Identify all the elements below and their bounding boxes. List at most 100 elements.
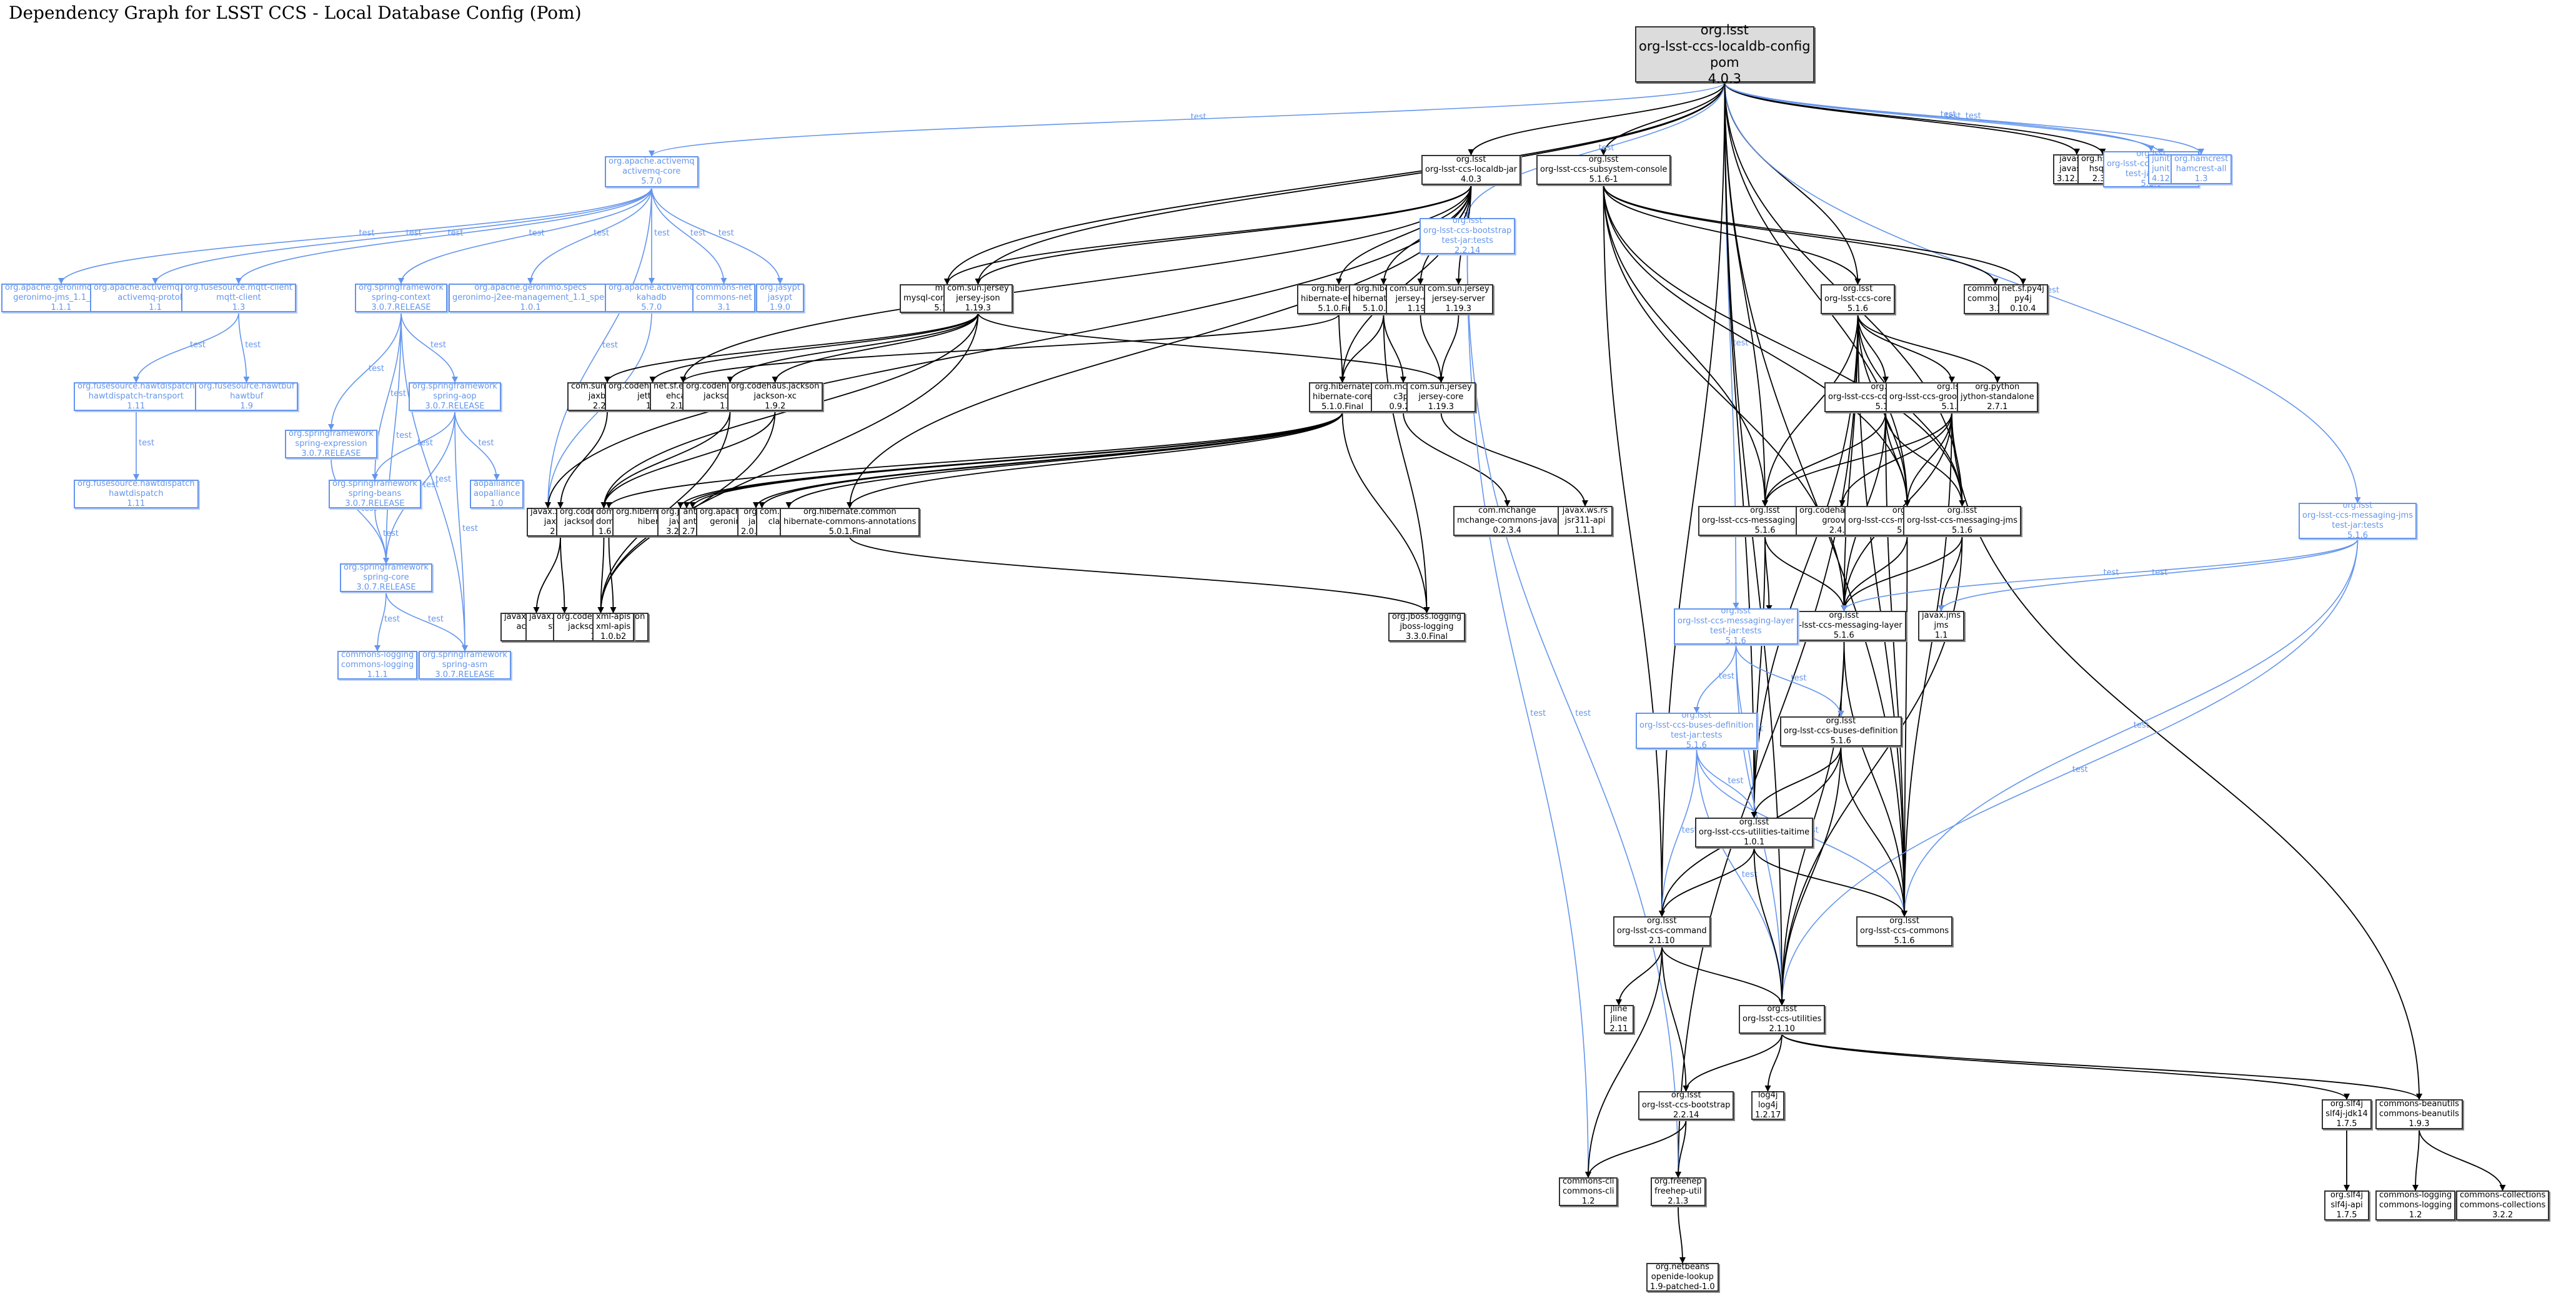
artifact-id: jersey-core: [1418, 392, 1464, 402]
artifact-version: 5.0.1.Final: [828, 527, 871, 537]
compile-dependency-edge: [1678, 1205, 1686, 1264]
compile-dependency-edge: [1841, 535, 1908, 611]
compile-dependency-edge: [680, 314, 1340, 383]
artifact-group: commons-cli: [1563, 1177, 1614, 1186]
artifact-group: org.lsst: [1829, 611, 1859, 620]
artifact-group: org.lsst: [1646, 916, 1677, 926]
compile-dependency-edge: [1603, 184, 1847, 611]
artifact-id: org-lsst-ccs-messaging-layer: [1786, 621, 1902, 630]
compile-dependency-edge: [1659, 847, 1755, 917]
artifact-version: 3.0.7.RELEASE: [301, 449, 361, 458]
edge-scope-label: test: [1682, 826, 1698, 835]
artifact-version: 1.2: [2409, 1210, 2422, 1220]
compile-dependency-edge: [1779, 746, 1842, 1006]
edge-scope-label: test: [1599, 144, 1614, 153]
artifact-id: mchange-commons-java: [1457, 516, 1558, 525]
compile-dependency-edge: [1661, 946, 1689, 1092]
artifact-group: org.lsst: [1739, 818, 1769, 827]
compile-dependency-edge: [944, 82, 1726, 285]
artifact-version: 1.1.1: [1574, 526, 1596, 535]
artifact-id: hamcrest-all: [2176, 164, 2227, 174]
edge-scope-label: test: [2134, 721, 2149, 730]
compile-dependency-edge: [1339, 314, 1385, 383]
artifact-id: org-lsst-ccs-messaging-jms: [2302, 511, 2413, 520]
artifact-version: 5.1.6: [1833, 631, 1854, 640]
test-dependency-edge: [385, 591, 468, 651]
artifact-version: 3.2.2: [2492, 1210, 2514, 1220]
artifact-group: org.lsst: [1889, 916, 1919, 926]
artifact-group: org.fusesource.hawtdispatch: [77, 479, 195, 488]
artifact-version: 1.2: [1581, 1197, 1595, 1206]
artifact-id: commons-collections: [2460, 1200, 2546, 1210]
artifact-type: test-jar:tests: [1710, 626, 1762, 636]
compile-dependency-edge: [758, 412, 1343, 508]
artifact-id: jersey-json: [956, 294, 1000, 303]
artifact-version: 1.1.1: [367, 670, 388, 680]
compile-dependency-edge: [727, 312, 979, 383]
artifact-group: org.jasypt: [760, 283, 800, 292]
artifact-version: 5.1.6: [1725, 636, 1746, 646]
artifact-id: jackson-xc: [753, 392, 797, 401]
compile-dependency-edge: [1403, 412, 1511, 507]
artifact-version: 0.2.3.4: [1493, 526, 1521, 535]
